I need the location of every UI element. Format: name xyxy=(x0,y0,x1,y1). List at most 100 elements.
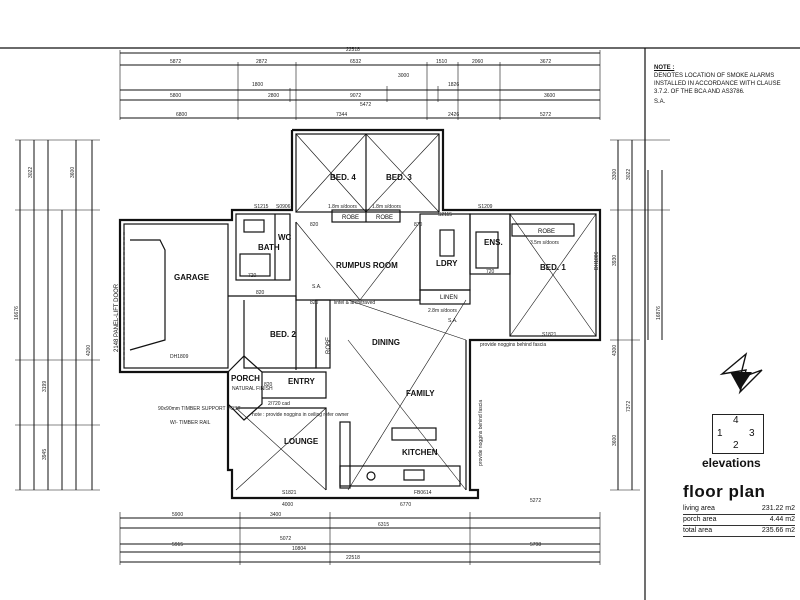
elevations-key: 4 1 3 2 xyxy=(712,414,764,454)
label-window-s0906: S0906 xyxy=(276,204,291,210)
room-ens: ENS. xyxy=(484,238,503,247)
room-bed4: BED. 4 xyxy=(330,173,356,182)
label-robe-bed2: ROBE xyxy=(326,337,332,354)
label-window-s1821: S1821 xyxy=(282,490,297,496)
elevations-label: elevations xyxy=(702,456,761,470)
label-robe-18b: 1.8m s/doors xyxy=(372,204,401,210)
label-robe-bed1: ROBE xyxy=(538,229,555,235)
dim-bot-h: 10804 xyxy=(292,546,306,552)
dim-row2-d: 3000 xyxy=(398,73,409,79)
dim-bot-i: 5915 xyxy=(172,542,183,548)
dim-row3-d: 5272 xyxy=(540,112,551,118)
label-ceiling-note: note : provide noggins in ceiling refer … xyxy=(252,412,349,418)
dim-bot-b: 3400 xyxy=(270,512,281,518)
dim-bot-e: 4000 xyxy=(282,502,293,508)
area-table: living area 231.22 m2 porch area 4.44 m2… xyxy=(683,504,795,537)
label-panel-door: 2148 PANEL-LIFT DOOR xyxy=(114,283,120,352)
room-garage: GARAGE xyxy=(174,273,210,282)
dim-right-c: 3930 xyxy=(612,255,618,266)
dim-left-d: 3199 xyxy=(42,381,48,392)
dim-left-overall: 16676 xyxy=(14,306,20,320)
dim-top-f: 3672 xyxy=(540,59,551,65)
dim-bot-c: 6315 xyxy=(378,522,389,528)
label-sa-1: S.A. xyxy=(312,284,321,290)
area-row: porch area 4.44 m2 xyxy=(683,515,795,526)
room-bed2: BED. 2 xyxy=(270,330,296,339)
label-two-720: 2/720 cad xyxy=(268,401,290,407)
label-robe-35: 3.5m s/doors xyxy=(530,240,559,246)
dim-row3-b: 7344 xyxy=(336,112,347,118)
area-value: 4.44 m2 xyxy=(769,516,795,523)
dim-right-e: 3600 xyxy=(612,435,618,446)
area-label: living area xyxy=(683,505,715,512)
dim-bot-j: 5798 xyxy=(530,542,541,548)
label-robe-18a: 1.8m s/doors xyxy=(328,204,357,210)
dim-right-d: 4300 xyxy=(612,345,618,356)
dim-row2-b: 1800 xyxy=(252,82,263,88)
label-sa-2: S.A. xyxy=(448,318,457,324)
room-bath: BATH xyxy=(258,243,280,252)
dim-right-b: 3300 xyxy=(612,169,618,180)
label-door-820-3: 820 xyxy=(310,300,319,306)
dim-bot-overall: 22518 xyxy=(346,555,360,561)
label-timber-rail: W/- TIMBER RAIL xyxy=(170,420,211,426)
dim-left-b: 3600 xyxy=(70,167,76,178)
label-door-870: 870 xyxy=(414,222,423,228)
dim-top-c: 6532 xyxy=(350,59,361,65)
dim-bot-a: 5900 xyxy=(172,512,183,518)
label-window-fb0614: FB0614 xyxy=(414,490,432,496)
label-noggins-1: provide noggins behind fascia xyxy=(480,342,546,348)
dim-row3-a: 6800 xyxy=(176,112,187,118)
note-symbol: S.A. xyxy=(654,99,666,105)
area-label: total area xyxy=(683,527,713,534)
label-window-s2115: S2115 xyxy=(438,212,452,218)
label-door-720-2: 720 xyxy=(486,269,495,275)
dim-top-b: 2872 xyxy=(256,59,267,65)
dim-bot-g: 5072 xyxy=(280,536,291,542)
label-window-s1821b: S1821 xyxy=(542,332,557,338)
room-family: FAMILY xyxy=(406,389,435,398)
label-robe-bed4: ROBE xyxy=(342,215,359,221)
note-title: NOTE : xyxy=(654,65,675,71)
elev-4: 4 xyxy=(733,415,739,426)
room-bed1: BED. 1 xyxy=(540,263,566,272)
floor-plan-title: floor plan xyxy=(683,482,766,501)
dim-row2-g: 3600 xyxy=(544,93,555,99)
area-label: porch area xyxy=(683,516,717,523)
room-entry: ENTRY xyxy=(288,377,315,386)
elev-2: 2 xyxy=(733,440,739,451)
label-natural: NATURAL FINISH xyxy=(232,386,273,392)
dim-top-d: 1510 xyxy=(436,59,447,65)
label-door-820-2: 820 xyxy=(310,222,319,228)
room-kitchen: KITCHEN xyxy=(402,448,438,457)
dim-top-overall: 22518 xyxy=(346,47,360,53)
label-door-820-1: 820 xyxy=(256,290,265,296)
dim-row3-mid: 5472 xyxy=(360,102,371,108)
dim-left-c: 4200 xyxy=(86,345,92,356)
dim-top-a: 5872 xyxy=(170,59,181,65)
label-door-820-4: 820 xyxy=(264,382,273,388)
dim-bot-f: 6770 xyxy=(400,502,411,508)
label-sliding: 2.8m s/doors xyxy=(428,308,457,314)
label-window-dh1809: DH1809 xyxy=(170,354,189,360)
label-noggins-2: provide noggins behind fascia xyxy=(478,400,484,466)
room-wc: WC xyxy=(278,233,292,242)
label-robe-bed3: ROBE xyxy=(376,215,393,221)
label-window-s1215: S1215 xyxy=(254,204,269,210)
room-porch: PORCH xyxy=(231,374,260,383)
dim-row3-c: 2426 xyxy=(448,112,459,118)
dim-row2-f: 1826 xyxy=(448,82,459,88)
elev-1: 1 xyxy=(717,428,723,439)
dim-row2-a: 5800 xyxy=(170,93,181,99)
area-row: living area 231.22 m2 xyxy=(683,504,795,515)
dim-right-overall: 16876 xyxy=(656,306,662,320)
dim-top-e: 2060 xyxy=(472,59,483,65)
elev-3: 3 xyxy=(749,428,755,439)
label-timber-post: 90x90mm TIMBER SUPPORT POST xyxy=(158,406,241,412)
room-linen: LINEN xyxy=(440,295,458,301)
label-door-720-1: 720 xyxy=(248,273,257,279)
label-window-dh1806: DH1806 xyxy=(594,251,600,270)
label-window-s1209: S1209 xyxy=(478,204,493,210)
area-value: 235.66 m2 xyxy=(761,527,795,534)
